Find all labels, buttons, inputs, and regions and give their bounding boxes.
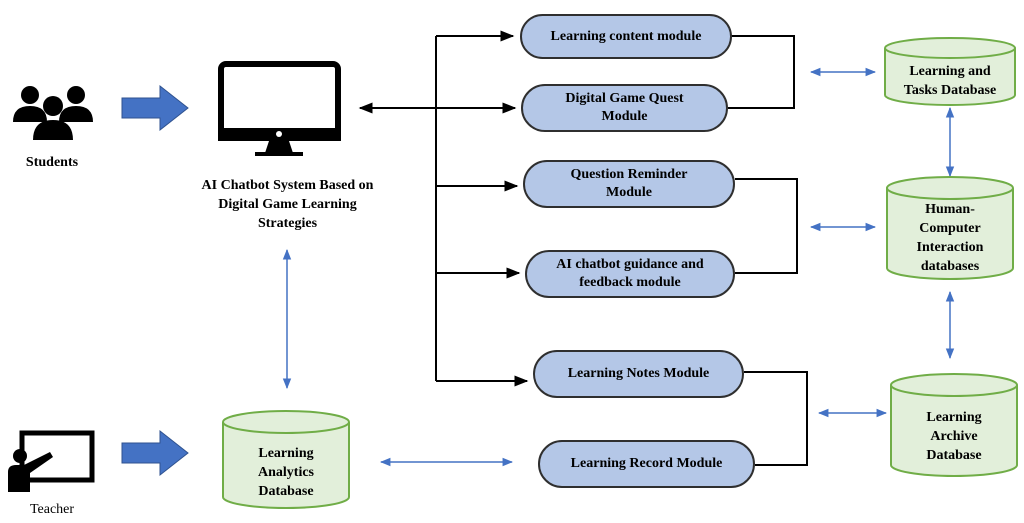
- teacher-board-icon: [8, 430, 95, 492]
- db-learning-analytics-cylinder: [222, 410, 350, 509]
- students-group-icon: [13, 86, 93, 140]
- db-learning-analytics-label: Learning Analytics Database: [258, 446, 314, 499]
- db-hci-label: Human- Computer Interaction databases: [916, 202, 984, 274]
- module-ai-chatbot-guidance: AI chatbot guidance and feedback module: [525, 250, 735, 298]
- students-label: Students: [25, 155, 79, 170]
- db-learning-archive-cylinder: [890, 373, 1018, 477]
- module-question-reminder: Question Reminder Module: [523, 160, 735, 208]
- module-learning-record: Learning Record Module: [538, 440, 755, 488]
- teacher-to-database-arrow: [121, 429, 189, 477]
- module-learning-notes: Learning Notes Module: [533, 350, 744, 398]
- db-hci-cylinder: [886, 176, 1014, 280]
- students-to-system-arrow: [121, 84, 189, 132]
- system-module-bracket: [358, 30, 529, 387]
- db-learning-tasks-cylinder: [884, 37, 1016, 106]
- db-learning-tasks-label: Learning and Tasks Database: [903, 64, 997, 98]
- db-learning-archive-label: Learning Archive Database: [926, 410, 982, 463]
- module-digital-game-quest: Digital Game Quest Module: [521, 84, 728, 132]
- teacher-label: Teacher: [29, 502, 75, 517]
- module-learning-content: Learning content module: [520, 14, 732, 59]
- blue-connectors: [282, 67, 955, 467]
- system-title: AI Chatbot System Based on Digital Game …: [201, 178, 374, 231]
- monitor-icon: [218, 61, 341, 156]
- module-group-brackets: [728, 35, 808, 466]
